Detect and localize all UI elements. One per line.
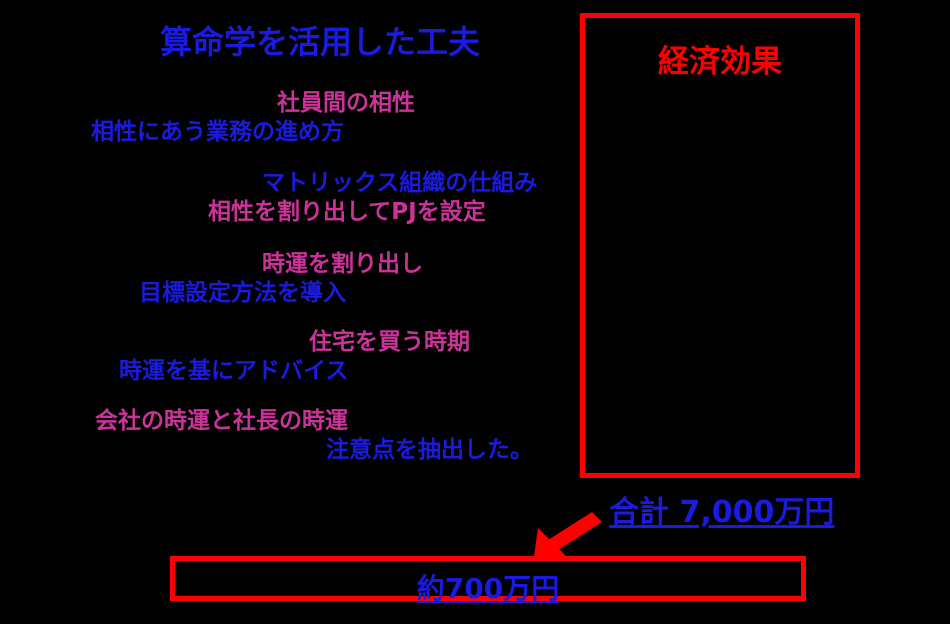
total-amount-label: 合計 7,000万円 [609, 495, 835, 530]
approx-amount-label: 約700万円 [416, 572, 560, 605]
topic-1-top-label: 社員間の相性 [277, 90, 415, 116]
page-title: 算命学を活用した工夫 [160, 23, 481, 61]
topic-3-top-label: 時運を割り出し [262, 251, 423, 277]
economic-effect-box: 経済効果 [580, 13, 860, 478]
topic-1-bottom-label: 相性にあう業務の進め方 [91, 119, 344, 145]
topic-2-top-label: マトリックス組織の仕組み [262, 170, 538, 196]
topic-4-top-label: 住宅を買う時期 [309, 329, 470, 355]
topic-5-top-label: 会社の時運と社長の時運 [95, 408, 348, 434]
down-left-arrow-icon [534, 512, 602, 556]
topic-3-bottom-label: 目標設定方法を導入 [139, 280, 346, 306]
topic-4-bottom-label: 時運を基にアドバイス [119, 358, 349, 384]
topic-5-bottom-label: 注意点を抽出した。 [326, 437, 533, 463]
economic-effect-title: 経済効果 [658, 44, 782, 80]
topic-2-bottom-label: 相性を割り出してPJを設定 [208, 199, 486, 225]
approx-amount-box: 約700万円 [170, 556, 806, 605]
